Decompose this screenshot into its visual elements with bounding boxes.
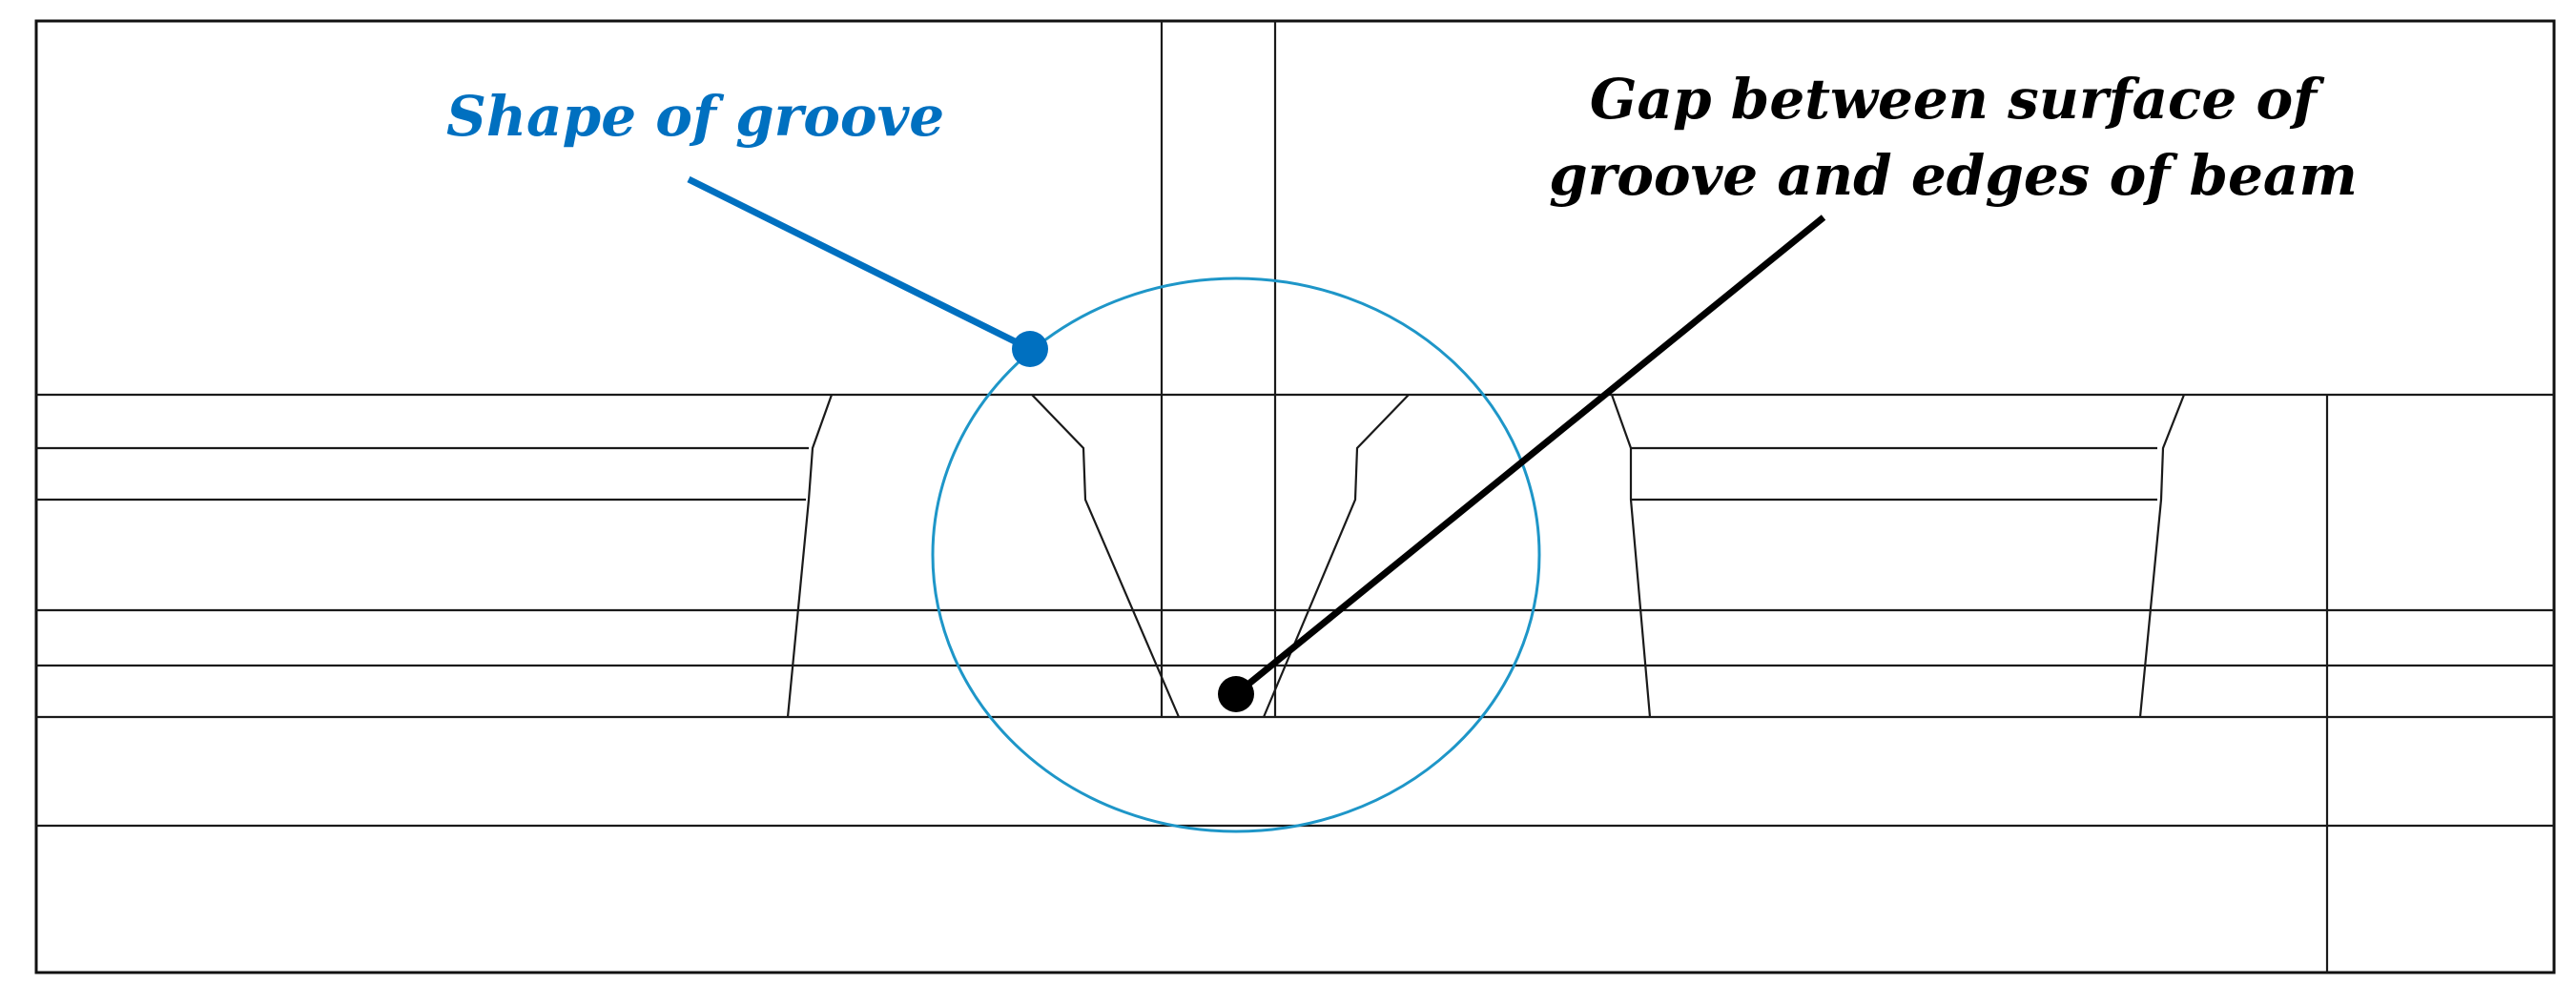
right-slot-right-outline bbox=[2138, 394, 2186, 718]
groove-shape-leader-line bbox=[687, 175, 1032, 353]
groove-right-wall bbox=[1262, 394, 1410, 718]
gap-leader-dot bbox=[1218, 676, 1254, 712]
gap-label-line-2: groove and edges of beam bbox=[1549, 143, 2358, 208]
groove-shape-leader-dot bbox=[1012, 331, 1048, 367]
highlight-circle bbox=[931, 277, 1541, 833]
outer-frame bbox=[34, 19, 2556, 974]
gap-leader-line bbox=[1233, 215, 1826, 697]
left-slot-outline bbox=[786, 394, 834, 718]
groove-left-wall bbox=[1031, 394, 1181, 718]
right-slot-left-outline bbox=[1610, 394, 1652, 718]
shape-of-groove-label: Shape of groove bbox=[446, 84, 944, 149]
gap-label-line-1: Gap between surface of bbox=[1590, 67, 2325, 132]
